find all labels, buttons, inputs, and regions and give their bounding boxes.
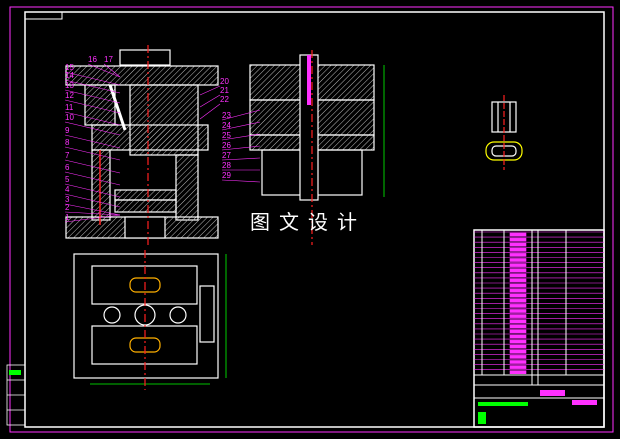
leader-line	[64, 99, 121, 114]
leader-line	[64, 89, 121, 104]
leader-line	[221, 179, 261, 183]
part-number-label: 7	[65, 151, 70, 160]
title-block-cell	[509, 242, 527, 247]
title-block-cell	[509, 349, 527, 354]
leader-line	[221, 121, 261, 131]
title-block-cell	[509, 319, 527, 324]
title-block-cell	[509, 232, 527, 237]
title-block-cell	[509, 365, 527, 369]
part-detail	[485, 95, 523, 170]
leader-line	[64, 146, 121, 161]
part-number-label: 11	[65, 103, 74, 112]
title-block-cell	[509, 334, 527, 339]
leader-line	[64, 171, 121, 186]
outer-frame	[9, 6, 614, 433]
part-number-label: 8	[65, 138, 70, 147]
title-block-cell	[509, 298, 527, 303]
leader-line	[221, 109, 261, 121]
title-block-cell	[509, 278, 527, 283]
drawing-border	[24, 11, 605, 428]
part-number-label: 24	[222, 121, 231, 130]
part-number-label: 13	[65, 81, 74, 90]
title-block-cell	[509, 248, 527, 252]
leader-line	[64, 134, 121, 149]
leader-line	[221, 145, 261, 151]
title-block-cell	[509, 293, 527, 298]
part-number-label: 25	[222, 131, 231, 140]
leader-line	[199, 85, 221, 96]
part-number-label: 1	[65, 213, 70, 222]
title-block-cell	[509, 288, 527, 293]
part-number-label: 16	[88, 55, 97, 64]
leader-line	[199, 94, 221, 108]
title-block-cell	[509, 268, 527, 273]
title-block-cell	[509, 258, 527, 262]
title-block-cell	[509, 283, 527, 288]
title-block-cell	[509, 273, 527, 278]
leader-line	[221, 157, 261, 161]
front-view	[65, 45, 219, 245]
part-number-label: 27	[222, 151, 231, 160]
title-block-cell	[509, 329, 527, 334]
title-block-cell	[509, 344, 527, 349]
part-number-label: 6	[65, 163, 70, 172]
title-block-cell	[509, 355, 527, 359]
watermark: 图文设计	[250, 210, 366, 234]
leader-line	[64, 111, 121, 126]
part-number-label: 22	[220, 95, 229, 104]
part-number-label: 28	[222, 161, 231, 170]
part-number-label: 9	[65, 126, 70, 135]
title-block-cell	[509, 360, 527, 364]
leader-line	[64, 211, 121, 216]
title-block-cell	[509, 253, 527, 257]
title-block-cell	[509, 309, 527, 313]
leader-line	[64, 203, 121, 216]
leader-line	[64, 71, 121, 86]
side-view	[249, 50, 385, 245]
part-number-label: 23	[222, 111, 231, 120]
part-number-label: 4	[65, 185, 70, 194]
leader-line	[64, 193, 121, 208]
corner-box	[24, 11, 63, 20]
leader-line	[221, 133, 261, 141]
part-number-label: 15	[65, 63, 74, 72]
part-number-label: 12	[65, 91, 74, 100]
part-number-label: 29	[222, 171, 231, 180]
part-number-label: 17	[104, 55, 113, 64]
leader-line	[199, 103, 221, 120]
title-block-cell	[509, 237, 527, 242]
leader-line	[64, 214, 121, 223]
part-number-label: 26	[222, 141, 231, 150]
part-number-label: 20	[220, 77, 229, 86]
part-number-label: 21	[220, 86, 229, 95]
part-number-label: 3	[65, 195, 70, 204]
title-block-cell	[509, 370, 527, 375]
part-number-label: 14	[65, 71, 74, 80]
part-number-label: 5	[65, 175, 70, 184]
leader-line	[64, 159, 121, 174]
title-block-cell	[509, 304, 527, 308]
title-block-cell	[509, 314, 527, 318]
title-block	[473, 229, 605, 428]
side-strip	[6, 364, 26, 426]
title-block-cell	[509, 324, 527, 329]
part-number-label: 2	[65, 203, 70, 212]
leader-line	[64, 121, 121, 136]
plan-view	[73, 250, 227, 390]
part-number-label: 10	[65, 113, 74, 122]
leader-line	[103, 63, 121, 78]
leader-line	[64, 79, 121, 94]
leader-line	[87, 63, 121, 78]
title-block-cell	[509, 339, 527, 344]
title-block-cell	[509, 263, 527, 267]
leader-line	[64, 183, 121, 198]
